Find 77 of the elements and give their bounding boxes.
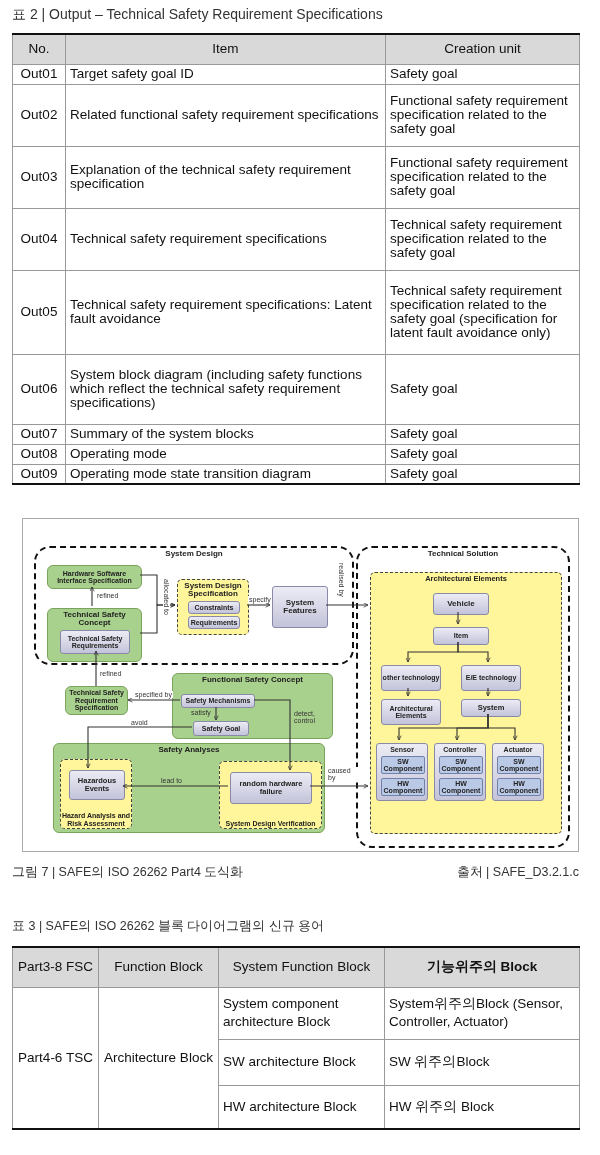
table-cell: Functional safety requirement specification related to the safety goal	[385, 84, 580, 146]
table-cell: Explanation of the technical safety requirement specification	[65, 146, 386, 208]
group-panel	[492, 743, 544, 801]
table-cell: Out07	[12, 424, 66, 444]
arrow	[487, 713, 518, 741]
table-cell: System block diagram (including safety functions which reflect the technical safety requirement specifications)	[65, 354, 386, 424]
group-panel	[370, 572, 562, 834]
arrow	[122, 783, 229, 789]
table-cell: Safety goal	[385, 64, 580, 84]
arrow	[89, 586, 95, 607]
table-cell: Out03	[12, 146, 66, 208]
group-title: Technical Safety Concept	[62, 611, 127, 628]
arrow	[457, 641, 491, 663]
table-cell: System위주의Block (Sensor, Controller, Actuator)	[384, 987, 580, 1039]
arrow	[485, 687, 491, 697]
arrow	[127, 697, 181, 703]
table-cell: Out05	[12, 270, 66, 354]
table-title: 표 3 | SAFE의 ISO 26262 블록 다이어그램의 신규 용어	[12, 918, 325, 935]
table-cell: Out02	[12, 84, 66, 146]
block-box: Vehicle	[433, 593, 489, 615]
table-cell: Technical safety requirement specifications	[65, 208, 386, 270]
group-panel	[376, 743, 428, 801]
table-cell: System component architecture Block	[218, 987, 385, 1039]
table-cell: Safety goal	[385, 424, 580, 444]
group-panel	[219, 761, 322, 829]
group-panel	[53, 743, 325, 833]
table-cell: Safety goal	[385, 354, 580, 424]
table-cell: Out06	[12, 354, 66, 424]
table-cell: Functional safety requirement specification related to the safety goal	[385, 146, 580, 208]
table-cell: Part4-6 TSC	[12, 987, 99, 1129]
source-note: 출처 | SAFE_D3.2.1.c	[456, 864, 579, 881]
table-cell: Out01	[12, 64, 66, 84]
table-cell: Target safety goal ID	[65, 64, 386, 84]
group-title: System Design Specification	[183, 582, 243, 599]
table-cell: Summary of the system blocks	[65, 424, 386, 444]
column-header: 기능위주의 Block	[384, 947, 580, 987]
arrow	[455, 611, 461, 625]
column-header: System Function Block	[218, 947, 385, 987]
column-header: Creation unit	[385, 34, 580, 64]
table-cell: Out08	[12, 444, 66, 464]
column-header: Function Block	[98, 947, 219, 987]
group-panel	[47, 608, 142, 662]
table-cell: Out09	[12, 464, 66, 484]
table-cell: Technical safety requirement specification related to the safety goal	[385, 208, 580, 270]
table-title: 표 2 | Output – Technical Safety Requirement Specifications	[12, 6, 383, 24]
arrow	[309, 783, 369, 789]
arrow	[93, 650, 99, 687]
group-panel	[60, 759, 132, 829]
arrow	[405, 687, 411, 697]
arrow	[246, 602, 271, 608]
group-panel	[172, 673, 333, 739]
table-cell: Operating mode	[65, 444, 386, 464]
table-cell: SW architecture Block	[218, 1039, 385, 1085]
table-cell: Safety goal	[385, 444, 580, 464]
arrow	[253, 699, 293, 771]
table-cell: Technical safety requirement specification related to the safety goal (specification for latent fault avoidance only)	[385, 270, 580, 354]
arrow	[85, 726, 193, 769]
group-panel	[434, 743, 486, 801]
block-box: System Features	[272, 586, 328, 628]
table-cell: Technical safety requirement specifications: Latent fault avoidance	[65, 270, 386, 354]
arrow	[213, 706, 219, 721]
group-panel	[177, 579, 249, 635]
table-cell: Related functional safety requirement specifications	[65, 84, 386, 146]
table-cell: SW 위주의Block	[384, 1039, 580, 1085]
table-cell: Out04	[12, 208, 66, 270]
arrow	[139, 602, 176, 634]
group-frame	[356, 546, 570, 848]
figure-caption: 그림 7 | SAFE의 ISO 26262 Part4 도식화	[12, 864, 244, 881]
arrow	[325, 602, 369, 608]
group-title: System Design	[164, 550, 224, 559]
group-title: Functional Safety Concept	[201, 676, 304, 685]
group-title: Safety Analyses	[157, 746, 221, 755]
group-frame	[34, 546, 354, 665]
column-header: Item	[65, 34, 386, 64]
group-title: Technical Solution	[426, 550, 500, 559]
column-header: Part3-8 FSC	[12, 947, 99, 987]
column-header: No.	[12, 34, 66, 64]
